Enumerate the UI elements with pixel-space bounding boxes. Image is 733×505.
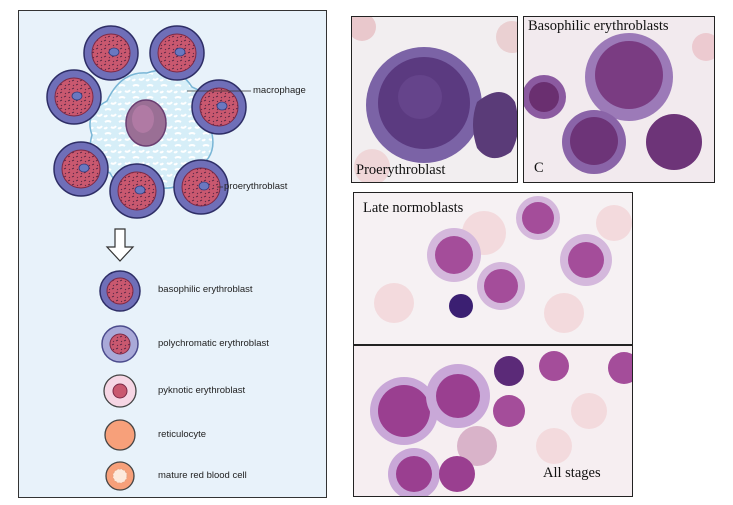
proerythroblast-label: proerythroblast [224,181,288,192]
erythroblastic-island-svg [46,25,251,491]
stage-label-reticulocyte: reticulocyte [158,429,207,440]
down-arrow-icon [105,228,135,262]
proerythroblast-cell [173,159,229,215]
late-normoblasts-micro-label: Late normoblasts [363,200,464,216]
micrograph-late-normoblasts: Late normoblasts [353,192,633,345]
micrograph-basophilic-erythroblasts: Basophilic erythroblasts C [523,16,715,183]
reticulocyte-cell [104,419,136,451]
stage-label-mature-rbc: mature red blood cell [158,470,247,481]
basophilic-panel-letter: C [534,160,544,176]
basophilic-erythroblast-cell [99,270,141,312]
proerythroblast-micro-label: Proerythroblast [356,162,446,178]
stage-label-pyknotic: pyknotic erythroblast [158,385,246,396]
micrograph-all-stages: All stages [353,345,633,497]
proerythroblast-image [352,17,517,182]
basophilic-micro-label: Basophilic erythroblasts [528,18,669,34]
stage-label-basophilic: basophilic erythroblast [158,284,253,295]
all-stages-image [354,346,632,496]
proerythroblast-cell [53,141,109,197]
micrograph-proerythroblast: Proerythroblast [351,16,518,183]
macrophage-label: macrophage [253,85,306,96]
basophilic-erythroblasts-image [524,17,714,182]
proerythroblast-cell [149,25,205,81]
late-normoblasts-image [354,193,632,344]
erythropoiesis-diagram: macrophage proerythroblast basophilic er… [18,10,327,498]
mature-red-blood-cell [105,461,135,491]
proerythroblast-cell [109,163,165,219]
proerythroblast-ring [46,25,247,219]
proerythroblast-cell [191,79,247,135]
all-stages-micro-label: All stages [543,465,601,481]
pyknotic-erythroblast-cell [103,374,137,408]
polychromatic-erythroblast-cell [101,325,139,363]
stage-label-polychromatic: polychromatic erythroblast [158,338,269,349]
proerythroblast-cell [46,69,102,125]
proerythroblast-cell [83,25,139,81]
